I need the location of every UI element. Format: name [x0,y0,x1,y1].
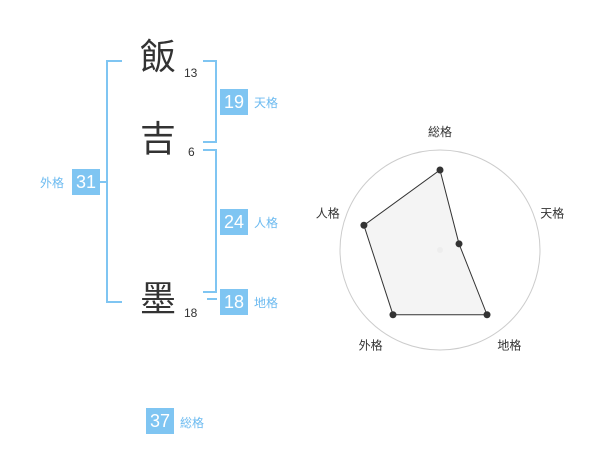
name-char-3: 墨 [140,279,177,320]
tenkaku-bracket [203,60,217,143]
tenkaku-value-badge: 19 [220,89,248,115]
radar-axis-label-1: 天格 [540,206,564,221]
gaikaku-connector [98,181,106,183]
radar-axis-label-2: 地格 [497,338,521,353]
radar-points [360,166,491,319]
jinkaku-label: 人格 [254,216,279,230]
jinkaku-bracket [203,149,217,293]
gaikaku-label: 外格 [40,176,65,190]
name-char-2: 吉 [140,119,177,160]
radar-point-2 [483,311,491,319]
name-char-2-strokes: 6 [188,145,195,159]
radar-point-1 [455,240,463,248]
soukaku-value-badge: 37 [146,408,174,434]
jinkaku-value-badge: 24 [220,209,248,235]
chikaku-connector [207,298,217,300]
radar-point-4 [360,221,368,229]
name-char-1-strokes: 13 [184,66,198,80]
chikaku-value-badge: 18 [220,289,248,315]
radar-axis-label-3: 外格 [359,338,383,353]
radar-point-0 [436,166,444,174]
name-char-3-strokes: 18 [184,306,198,320]
radar-axis-label-4: 人格 [316,206,340,221]
tenkaku-label: 天格 [254,96,279,110]
name-char-1: 飯 [140,37,177,78]
gaikaku-value-badge: 31 [72,169,100,195]
radar-axis-label-0: 総格 [428,124,452,139]
chikaku-label: 地格 [254,296,279,310]
gaikaku-bracket [106,60,122,303]
radar-data-polygon [363,169,488,316]
radar-point-3 [389,311,397,319]
soukaku-label: 総格 [180,416,205,430]
